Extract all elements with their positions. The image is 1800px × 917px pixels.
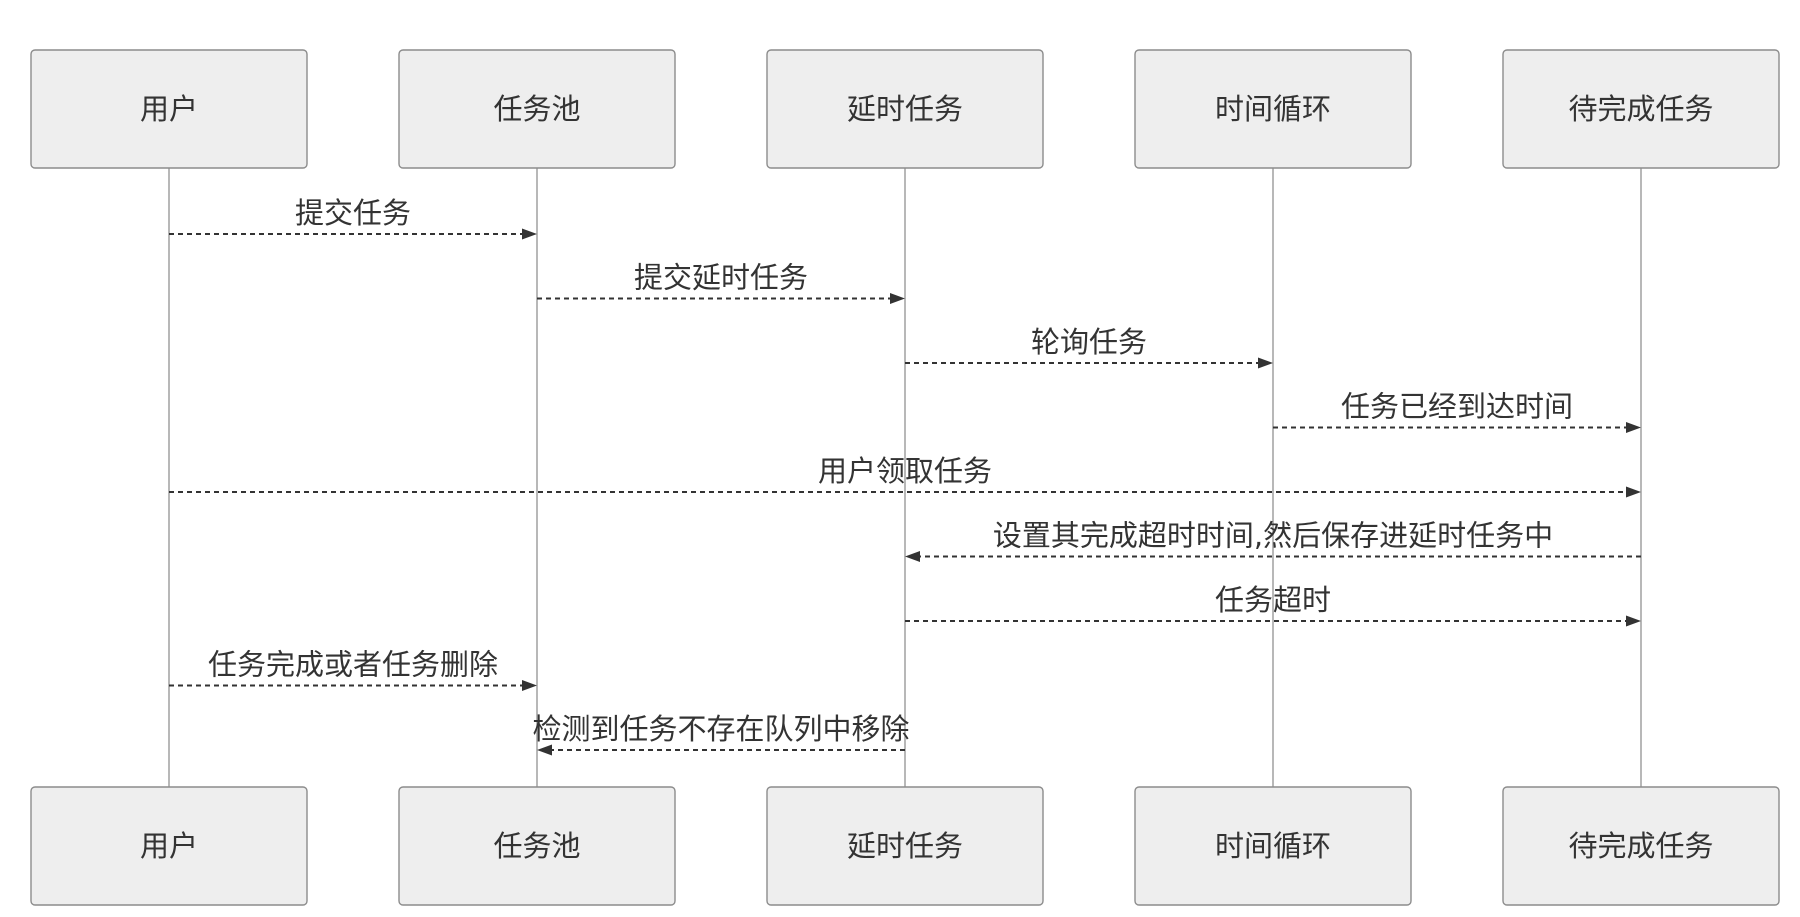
participant-box — [30, 49, 308, 169]
arrowhead-icon — [1626, 422, 1641, 433]
participant-label: 时间循环 — [1215, 829, 1331, 863]
message-3: 轮询任务 — [905, 325, 1273, 369]
message-8: 任务完成或者任务删除 — [169, 648, 537, 691]
participant-delay-bottom: 延时任务 — [766, 786, 1044, 906]
message-5: 用户领取任务 — [169, 454, 1641, 498]
participant-user-top: 用户 — [30, 49, 308, 169]
arrowhead-icon — [1626, 486, 1641, 498]
message-label: 任务超时 — [1215, 583, 1331, 617]
messages: 提交任务提交延时任务轮询任务任务已经到达时间用户领取任务设置其完成超时时间,然后… — [169, 196, 1641, 756]
arrowhead-icon — [1626, 615, 1641, 627]
participant-pool-top: 任务池 — [398, 49, 676, 169]
participant-box — [1134, 786, 1412, 906]
participant-label: 任务池 — [493, 829, 580, 863]
participant-label: 用户 — [140, 92, 198, 126]
message-4: 任务已经到达时间 — [1273, 390, 1641, 433]
participant-box — [30, 786, 308, 906]
participant-pending-top: 待完成任务 — [1502, 49, 1780, 169]
message-label: 任务已经到达时间 — [1341, 390, 1573, 424]
participant-loop-bottom: 时间循环 — [1134, 786, 1412, 906]
arrowhead-icon — [1258, 357, 1273, 369]
participant-box — [398, 49, 676, 169]
arrowhead-icon — [537, 744, 552, 756]
message-9: 检测到任务不存在队列中移除 — [532, 712, 910, 756]
message-2: 提交延时任务 — [537, 261, 905, 304]
participant-box — [1134, 49, 1412, 169]
participant-label: 待完成任务 — [1568, 829, 1713, 863]
message-label: 检测到任务不存在队列中移除 — [532, 712, 909, 746]
participants-bottom: 用户 任务池 延时任务 时间循环 待完成任务 — [30, 786, 1780, 906]
arrowhead-icon — [522, 680, 537, 691]
participant-label: 延时任务 — [847, 92, 963, 126]
arrowhead-icon — [522, 228, 537, 240]
participants-top: 用户 任务池 延时任务 时间循环 待完成任务 — [30, 49, 1780, 169]
participant-box — [398, 786, 676, 906]
participant-label: 任务池 — [493, 92, 580, 126]
arrowhead-icon — [905, 551, 920, 562]
message-label: 提交延时任务 — [634, 261, 808, 295]
message-label: 用户领取任务 — [818, 454, 992, 488]
message-label: 轮询任务 — [1031, 325, 1147, 359]
participant-pool-bottom: 任务池 — [398, 786, 676, 906]
participant-box — [766, 49, 1044, 169]
lifelines — [168, 168, 1642, 787]
message-label: 设置其完成超时时间,然后保存进延时任务中 — [993, 519, 1553, 553]
participant-label: 时间循环 — [1215, 92, 1331, 126]
participant-user-bottom: 用户 — [30, 786, 308, 906]
participant-pending-bottom: 待完成任务 — [1502, 786, 1780, 906]
message-label: 提交任务 — [295, 196, 411, 230]
participant-delay-top: 延时任务 — [766, 49, 1044, 169]
message-1: 提交任务 — [169, 196, 537, 240]
participant-label: 待完成任务 — [1568, 92, 1713, 126]
message-6: 设置其完成超时时间,然后保存进延时任务中 — [905, 519, 1641, 562]
participant-label: 延时任务 — [847, 829, 963, 863]
message-label: 任务完成或者任务删除 — [208, 648, 498, 682]
participant-box — [766, 786, 1044, 906]
arrowhead-icon — [890, 293, 905, 304]
participant-box — [1502, 786, 1780, 906]
participant-label: 用户 — [140, 829, 198, 863]
participant-loop-top: 时间循环 — [1134, 49, 1412, 169]
participant-box — [1502, 49, 1780, 169]
message-7: 任务超时 — [905, 583, 1641, 627]
